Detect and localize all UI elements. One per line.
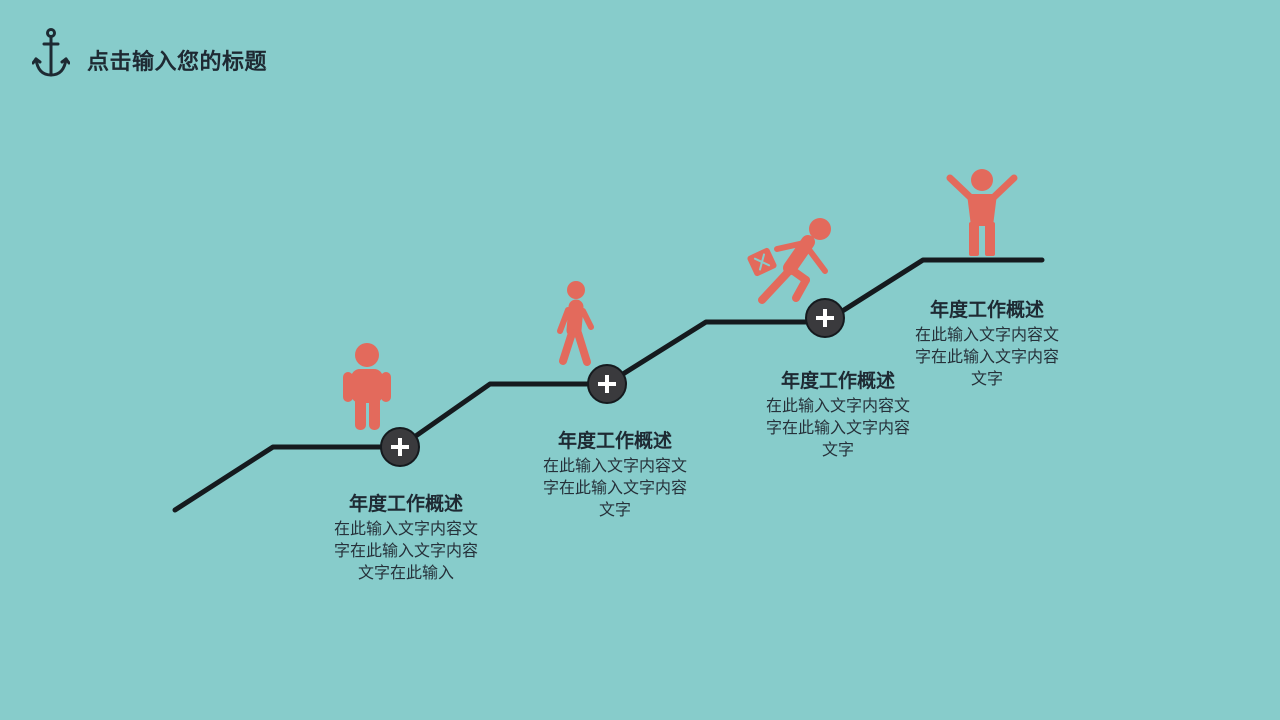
plus-node-3[interactable] (805, 298, 845, 338)
step-4-title: 年度工作概述 (929, 299, 1044, 321)
standing-person-icon (343, 343, 391, 430)
page-title: 点击输入您的标题 (87, 50, 268, 75)
walking-person-icon (557, 281, 594, 366)
step-4-desc: 在此输入文字内容文 字在此输入文字内容 文字 (914, 325, 1059, 388)
step-4-text: 年度工作概述 在此输入文字内容文 字在此输入文字内容 文字 (887, 296, 1087, 390)
step-1-desc: 在此输入文字内容文 字在此输入文字内容 文字在此输入 (333, 519, 478, 582)
plus-node-1[interactable] (380, 427, 420, 467)
step-3-desc: 在此输入文字内容文 字在此输入文字内容 文字 (765, 396, 910, 459)
step-2-desc: 在此输入文字内容文 字在此输入文字内容 文字 (542, 456, 687, 519)
step-2-title: 年度工作概述 (557, 430, 672, 452)
celebrating-person-icon (946, 169, 1018, 256)
step-1-title: 年度工作概述 (348, 493, 463, 515)
plus-node-2[interactable] (587, 364, 627, 404)
step-3-text: 年度工作概述 在此输入文字内容文 字在此输入文字内容 文字 (738, 367, 938, 461)
step-3-title: 年度工作概述 (780, 370, 895, 392)
anchor-icon (32, 28, 70, 77)
running-businessman-icon (747, 218, 831, 304)
step-2-text: 年度工作概述 在此输入文字内容文 字在此输入文字内容 文字 (515, 427, 715, 521)
step-1-text: 年度工作概述 在此输入文字内容文 字在此输入文字内容 文字在此输入 (306, 490, 506, 584)
